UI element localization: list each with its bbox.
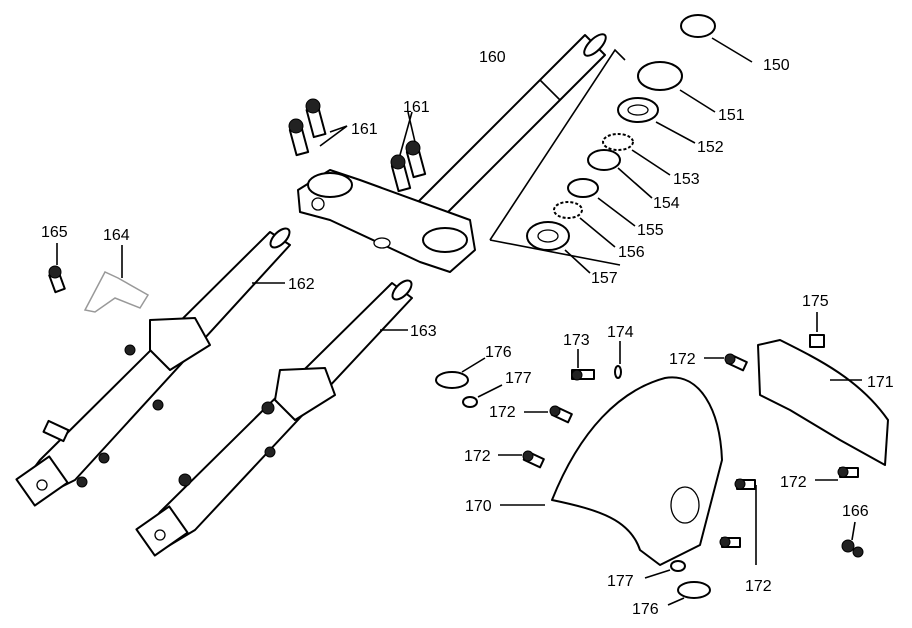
label-150: 150 (763, 57, 790, 74)
label-153: 153 (673, 171, 700, 188)
label-176-a: 176 (485, 344, 512, 361)
label-171: 171 (867, 374, 894, 391)
label-156: 156 (618, 244, 645, 261)
label-176-b: 176 (632, 601, 659, 618)
label-155: 155 (637, 222, 664, 239)
label-157: 157 (591, 270, 618, 287)
label-172-b: 172 (489, 404, 516, 421)
label-165: 165 (41, 224, 68, 241)
label-154: 154 (653, 195, 680, 212)
fork-leg-162 (15, 227, 291, 507)
label-170: 170 (465, 498, 492, 515)
label-163: 163 (410, 323, 437, 340)
hugger-171 (757, 339, 889, 466)
triple-clamp (297, 169, 476, 273)
fork-leg-163 (135, 279, 413, 557)
label-151: 151 (718, 107, 745, 124)
label-164: 164 (103, 227, 130, 244)
label-172-e: 172 (745, 578, 772, 595)
label-160: 160 (479, 49, 506, 66)
label-175: 175 (802, 293, 829, 310)
label-161a: 161 (351, 121, 378, 138)
label-172-d: 172 (780, 474, 807, 491)
label-162: 162 (288, 276, 315, 293)
label-161b: 161 (403, 99, 430, 116)
bearing-stack (526, 14, 753, 274)
label-172-a: 172 (669, 351, 696, 368)
bolts-161 (288, 98, 427, 193)
bracket-164 (83, 245, 150, 313)
hardware (435, 312, 864, 606)
bolt-165 (48, 243, 66, 294)
label-177-b: 177 (607, 573, 634, 590)
label-174: 174 (607, 324, 634, 341)
label-152: 152 (697, 139, 724, 156)
front-fender-170 (500, 376, 723, 566)
label-173: 173 (563, 332, 590, 349)
label-177-a: 177 (505, 370, 532, 387)
label-172-c: 172 (464, 448, 491, 465)
label-166: 166 (842, 503, 869, 520)
